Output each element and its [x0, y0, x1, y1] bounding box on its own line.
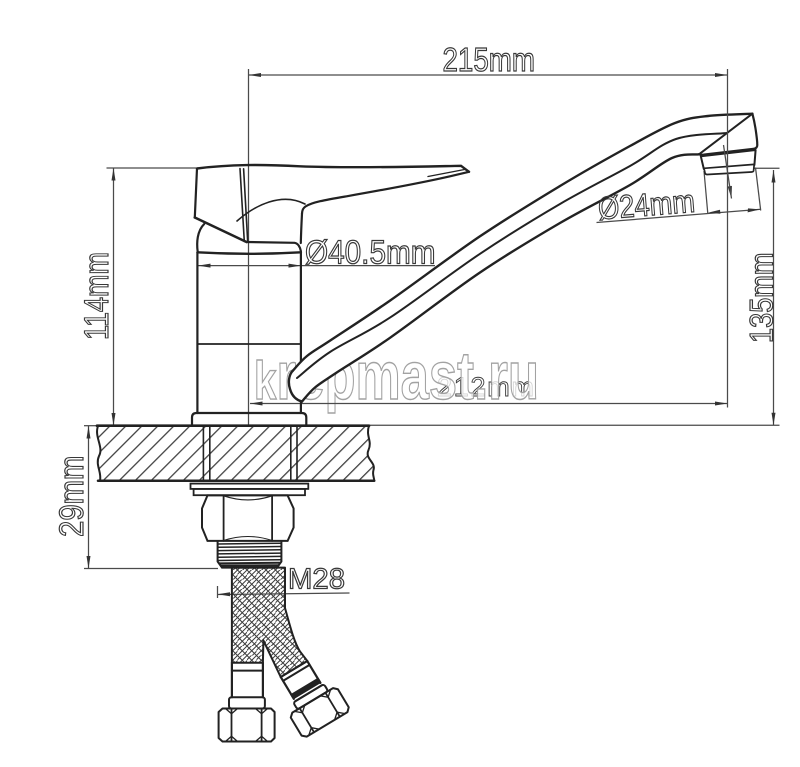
svg-text:29mm: 29mm: [53, 456, 91, 538]
svg-text:M28: M28: [288, 564, 345, 596]
svg-text:Ø40.5mm: Ø40.5mm: [305, 234, 436, 271]
svg-text:Ø24mm: Ø24mm: [597, 183, 697, 227]
svg-text:114mm: 114mm: [78, 252, 116, 340]
svg-text:215mm: 215mm: [443, 41, 536, 78]
svg-text:135mm: 135mm: [744, 253, 780, 344]
svg-text:212mm: 212mm: [437, 372, 534, 402]
